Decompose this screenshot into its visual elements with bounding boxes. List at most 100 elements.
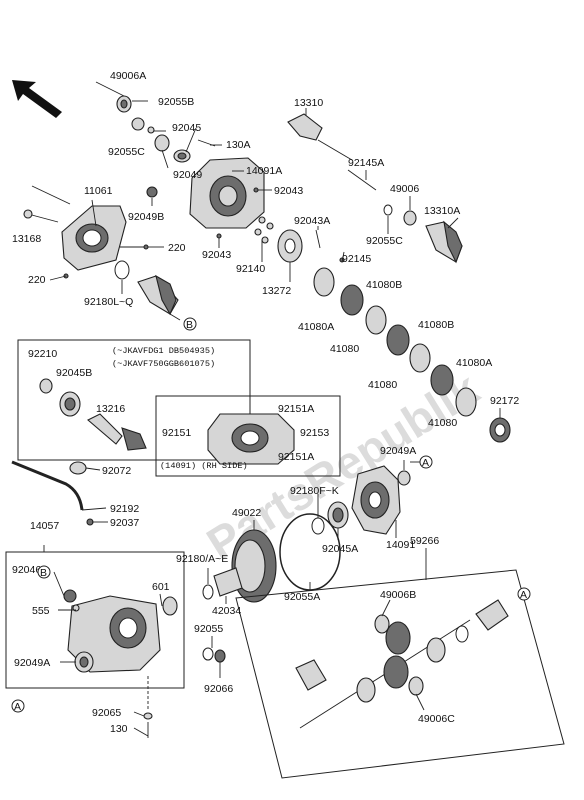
label-92043A: 92043A (294, 215, 330, 227)
bearing-92045A[interactable] (327, 501, 349, 529)
label-92049B: 92049B (128, 211, 164, 223)
seal-92210[interactable] (39, 378, 53, 394)
washer-92065[interactable] (143, 712, 153, 720)
label-13310A: 13310A (424, 205, 460, 217)
shim-92180-A-E[interactable] (202, 584, 214, 600)
label-92043-b: 92043 (202, 249, 231, 261)
case-14057[interactable] (67, 595, 161, 673)
shaft-bearing-92049[interactable] (154, 134, 170, 152)
label-49022: 49022 (232, 507, 261, 519)
ring-gear-49022[interactable] (231, 529, 277, 603)
seal-92172[interactable] (489, 417, 511, 443)
label-49006B: 49006B (380, 589, 416, 601)
label-220-b: 220 (28, 274, 46, 286)
seal-92045[interactable] (173, 149, 191, 163)
label-49006A: 49006A (110, 70, 146, 82)
cover-11061[interactable] (61, 205, 127, 271)
label-92043-a: 92043 (274, 185, 303, 197)
marker-A-mid: A (422, 457, 429, 469)
label-92055C: 92055C (108, 146, 145, 158)
breather-hose-92192[interactable] (11, 460, 84, 511)
clutch-plates[interactable] (313, 267, 477, 417)
label-92180F-K: 92180F~K (290, 485, 339, 497)
side-gear-13310A[interactable] (425, 220, 463, 264)
ring-92055C-b[interactable] (383, 204, 393, 216)
pinion-gear[interactable] (137, 274, 179, 316)
bearing-49006[interactable] (403, 210, 417, 226)
label-92151: 92151 (162, 427, 191, 439)
label-41080A-b: 41080A (456, 357, 492, 369)
label-92180-A-E: 92180/A~E (176, 553, 228, 565)
output-shaft-13310[interactable] (287, 113, 353, 161)
label-130: 130 (110, 723, 128, 735)
label-92037: 92037 (110, 517, 139, 529)
label-13272: 13272 (262, 285, 291, 297)
label-92045A: 92045A (322, 543, 358, 555)
drive-shaft-59266[interactable] (295, 599, 509, 729)
housing-cover-14091A[interactable] (189, 157, 265, 229)
boot-kit-49006B[interactable] (374, 614, 390, 634)
pin-92043A[interactable] (315, 229, 321, 249)
label-14057: 14057 (30, 520, 59, 532)
boot-kit-49006C[interactable] (408, 676, 424, 696)
marker-A-bottom: A (14, 701, 21, 713)
label-92066: 92066 (204, 683, 233, 695)
seal-92049B[interactable] (146, 186, 158, 198)
housing-14091[interactable] (351, 465, 401, 535)
label-92180L-Q: 92180L~Q (84, 296, 133, 308)
spline-92145A[interactable] (347, 169, 377, 191)
bearing-92045B[interactable] (59, 391, 81, 417)
label-41080-c: 41080 (428, 417, 457, 429)
pinion-13216[interactable] (87, 413, 147, 451)
label-41080B-a: 41080B (366, 279, 402, 291)
label-92172: 92172 (490, 395, 519, 407)
bolt-220-a[interactable] (143, 244, 149, 250)
label-130A: 130A (226, 139, 251, 151)
label-92210: 92210 (28, 348, 57, 360)
label-92145A: 92145A (348, 157, 384, 169)
bearing-92049A[interactable] (397, 470, 411, 486)
part-labels: 49006A 92055B 92045 130A 92055C 14091A 9… (12, 70, 519, 735)
drive-shaft-box (235, 569, 565, 779)
sleeve-42034[interactable] (213, 567, 243, 597)
label-49006: 49006 (390, 183, 419, 195)
ring-92055C[interactable] (131, 117, 145, 131)
note-line-2: (~JKAVF750GGB601075) (112, 359, 215, 369)
bolt-92043-a[interactable] (253, 187, 259, 193)
bearing-49006A[interactable] (116, 95, 132, 113)
inset-caption: (14091) (RH SIDE) (160, 461, 248, 471)
label-92151A-b: 92151A (278, 451, 314, 463)
breather-13168[interactable] (23, 209, 59, 223)
housing-14091-rh-side[interactable] (207, 413, 295, 465)
label-41080-a: 41080 (330, 343, 359, 355)
plate-13272[interactable] (277, 229, 303, 263)
shim-92180F-K[interactable] (311, 517, 325, 535)
shim-92180L-Q[interactable] (114, 260, 130, 280)
o-ring-92055[interactable] (202, 647, 214, 661)
seal-92049A-b[interactable] (74, 651, 94, 673)
bolt-555[interactable] (72, 604, 80, 612)
ball-set-92140[interactable] (254, 216, 274, 244)
plug-92066[interactable] (214, 649, 226, 663)
label-59266: 59266 (410, 535, 439, 547)
label-92049A-b: 92049A (14, 657, 50, 669)
label-42034: 42034 (212, 605, 241, 617)
label-41080-b: 41080 (368, 379, 397, 391)
ring-92055B[interactable] (147, 126, 155, 134)
label-92153: 92153 (300, 427, 329, 439)
label-14091A: 14091A (246, 165, 282, 177)
label-92072: 92072 (102, 465, 131, 477)
leader-lines (43, 100, 501, 737)
bolt-92046[interactable] (63, 589, 77, 603)
label-92045: 92045 (172, 122, 201, 134)
label-41080A-a: 41080A (298, 321, 334, 333)
label-13310: 13310 (294, 97, 323, 109)
clip-92072[interactable] (69, 461, 87, 475)
label-92055C-b: 92055C (366, 235, 403, 247)
label-49006C: 49006C (418, 713, 455, 725)
label-220-a: 220 (168, 242, 186, 254)
label-92192: 92192 (110, 503, 139, 515)
seal-601[interactable] (162, 596, 178, 616)
bolt-92043-b[interactable] (216, 233, 222, 239)
